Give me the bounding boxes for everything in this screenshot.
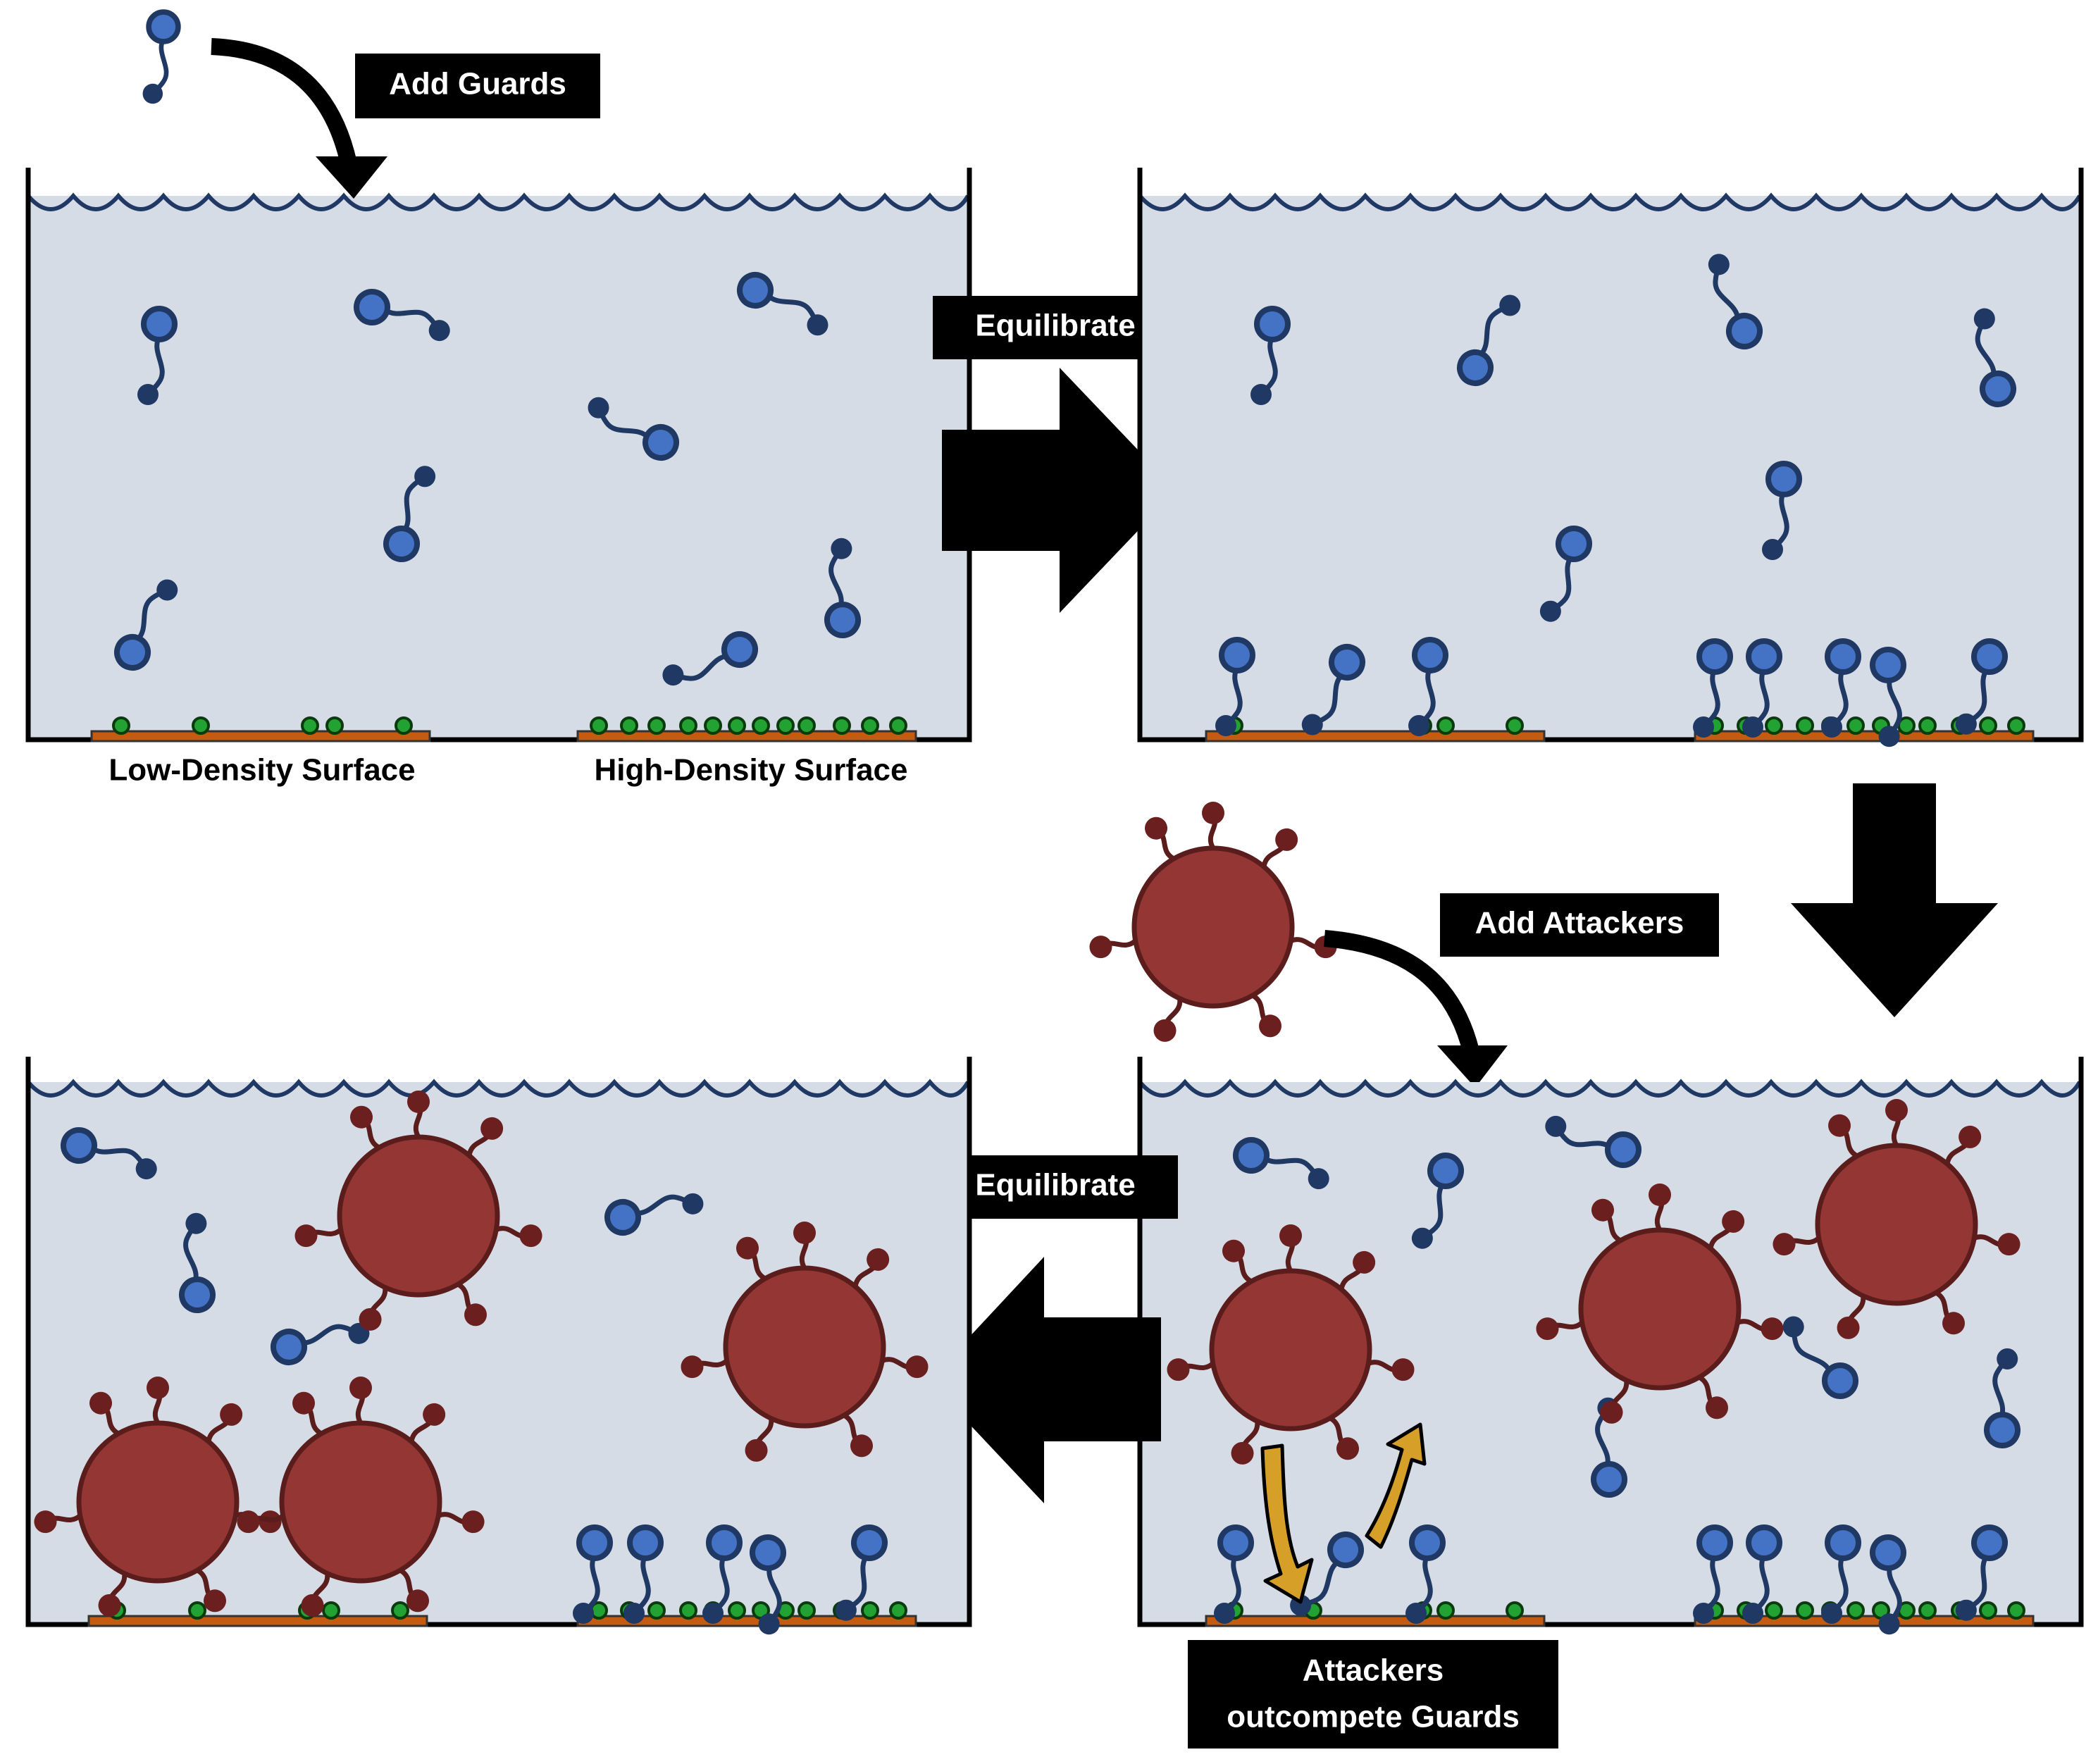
process-arrow-icon	[942, 368, 1177, 613]
attacker-particle-icon	[1088, 802, 1339, 1045]
high-density-surface	[576, 730, 917, 743]
outcompete-label-line2: outcompete Guards	[1227, 1700, 1520, 1734]
outcompete-label-line1: Attackers	[1303, 1653, 1444, 1688]
panel-4-final-state	[25, 1057, 972, 1636]
panel-3-attackers-added: Attackers outcompete Guards	[1137, 1057, 2084, 1749]
container	[25, 1057, 972, 1627]
add-attackers-curve-arrow	[1324, 930, 1479, 1053]
process-arrow-icon	[929, 1257, 1161, 1503]
exchange-arrow-down	[1260, 1443, 1314, 1604]
low-density-label: Low-Density Surface	[108, 753, 415, 788]
panel-2-guards-bound	[1137, 168, 2084, 749]
water-surface-waves	[1138, 1079, 2082, 1098]
high-density-label: High-Density Surface	[595, 753, 908, 788]
container	[1137, 168, 2084, 743]
low-density-surface	[1205, 1615, 1546, 1627]
high-density-surface	[1694, 1615, 2035, 1627]
water	[1140, 196, 2080, 738]
equilibrate-bottom-label: Equilibrate	[975, 1168, 1135, 1203]
water	[28, 196, 968, 738]
low-density-surface	[87, 1615, 428, 1627]
exchange-arrow-up	[1365, 1422, 1427, 1549]
high-density-surface	[1694, 730, 2035, 743]
water-surface-waves	[1138, 192, 2082, 211]
low-density-surface	[1205, 730, 1546, 743]
process-arrow-icon	[1791, 783, 1998, 1017]
add-attackers-label: Add Attackers	[1475, 906, 1684, 940]
panel-1-add-guards: Add Guards Low-Density Surface High-Dens…	[25, 12, 972, 788]
water-surface-waves	[26, 192, 970, 211]
equilibrate-top-label: Equilibrate	[975, 309, 1135, 343]
low-density-surface	[90, 730, 431, 743]
add-guards-label: Add Guards	[389, 67, 566, 101]
add-guards-curve-arrow	[211, 38, 357, 166]
water-surface-waves	[26, 1079, 970, 1098]
